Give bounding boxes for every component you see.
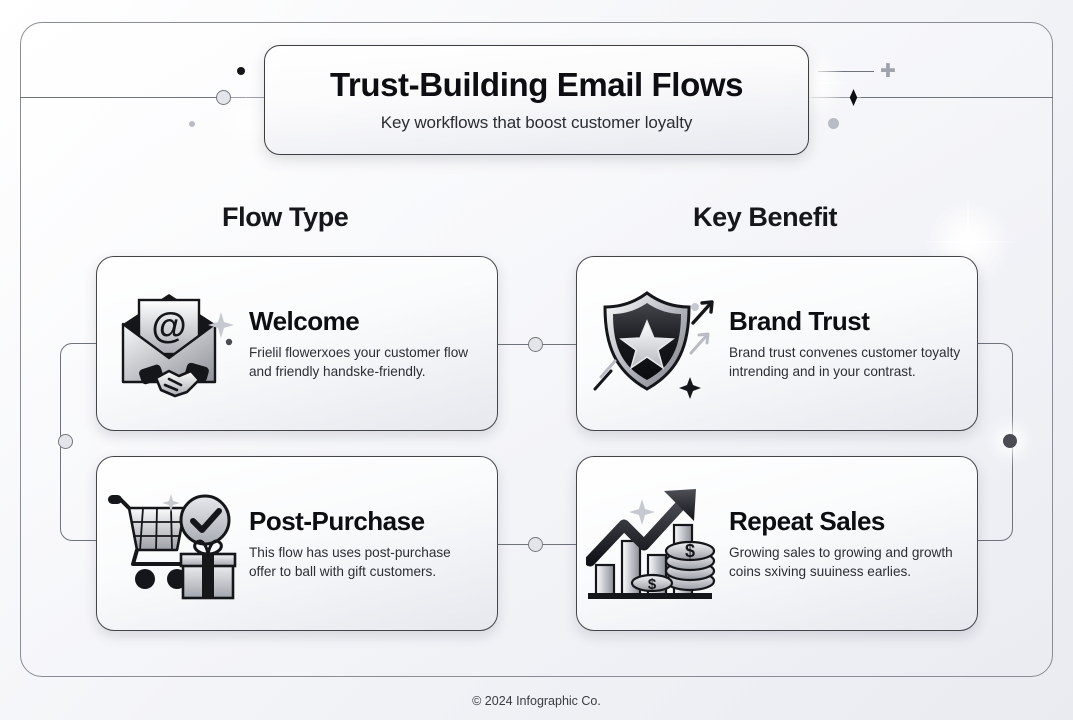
decor-dot-gray-right bbox=[828, 118, 839, 129]
decor-diamond-icon bbox=[849, 89, 858, 106]
card-repeat-sales-body: Repeat Sales Growing sales to growing an… bbox=[729, 506, 977, 580]
sparkle-plus-icon: ✚ bbox=[880, 61, 896, 82]
card-description: Growing sales to growing and growth coin… bbox=[729, 545, 953, 579]
card-title: Welcome bbox=[249, 306, 360, 337]
footer-copyright: © 2024 Infographic Co. bbox=[472, 694, 601, 708]
page-title: Trust-Building Email Flows bbox=[329, 66, 744, 104]
column-heading-key-benefit: Key Benefit bbox=[693, 202, 838, 232]
connector-node-right bbox=[1003, 434, 1017, 448]
card-title: Repeat Sales bbox=[729, 506, 885, 537]
card-title: Post-Purchase bbox=[249, 506, 425, 537]
svg-text:@: @ bbox=[151, 305, 186, 346]
card-welcome[interactable]: @ Welcome Frielil flowerxoes your custom… bbox=[96, 256, 498, 431]
card-description: This flow has uses post-purchase offer t… bbox=[249, 545, 451, 579]
card-post-purchase-body: Post-Purchase This flow has uses post-pu… bbox=[249, 506, 497, 580]
email-handshake-icon: @ bbox=[97, 286, 249, 402]
decor-dot-black-top bbox=[237, 67, 245, 75]
card-brand-trust[interactable]: Brand Trust Brand trust convenes custome… bbox=[576, 256, 978, 431]
card-title: Brand Trust bbox=[729, 306, 870, 337]
decor-line-upper-right bbox=[818, 71, 874, 72]
decor-dot-gray-small bbox=[189, 121, 195, 127]
cart-gift-check-icon bbox=[97, 484, 249, 604]
card-description: Brand trust convenes customer toyalty in… bbox=[729, 345, 961, 379]
column-heading-flow-type: Flow Type bbox=[222, 202, 349, 232]
decor-line-left bbox=[20, 97, 216, 98]
connector-node-left bbox=[58, 434, 73, 449]
card-brand-trust-body: Brand Trust Brand trust convenes custome… bbox=[729, 306, 977, 380]
header-panel: Trust-Building Email Flows Key workflows… bbox=[264, 45, 809, 155]
svg-text:$: $ bbox=[685, 541, 695, 561]
shield-star-icon bbox=[577, 285, 729, 403]
card-repeat-sales[interactable]: $ $ Repeat Sales Growing sales to growin… bbox=[576, 456, 978, 631]
card-welcome-body: Welcome Frielil flowerxoes your customer… bbox=[249, 306, 497, 380]
page-subtitle: Key workflows that boost customer loyalt… bbox=[380, 112, 693, 132]
decor-node-left bbox=[216, 90, 231, 105]
card-post-purchase[interactable]: Post-Purchase This flow has uses post-pu… bbox=[96, 456, 498, 631]
growth-chart-coins-icon: $ $ bbox=[577, 483, 729, 605]
decor-line-right bbox=[861, 97, 1053, 98]
card-description: Frielil flowerxoes your customer flow an… bbox=[249, 345, 469, 379]
connector-node-row1 bbox=[528, 337, 543, 352]
svg-text:$: $ bbox=[648, 576, 657, 593]
connector-node-row2 bbox=[528, 537, 543, 552]
